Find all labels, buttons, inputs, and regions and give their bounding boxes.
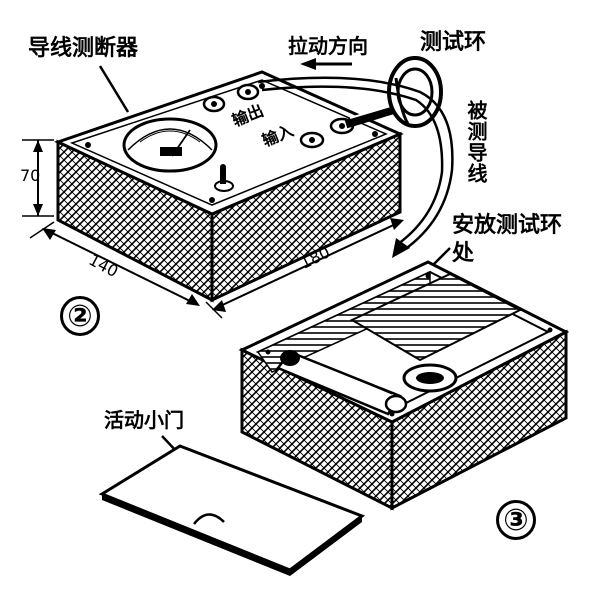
ring-location-label-line1: 安放测试环处 bbox=[452, 212, 564, 268]
movable-door-label: 活动小门 bbox=[104, 408, 184, 432]
meter-box bbox=[54, 70, 404, 303]
pull-direction-arrow bbox=[300, 58, 352, 70]
inner-compartment bbox=[349, 272, 523, 362]
height-dimension bbox=[22, 139, 54, 217]
tested-wire bbox=[257, 76, 454, 258]
tested-wire-label: 被测导线 bbox=[464, 100, 488, 184]
pull-direction-label: 拉动方向 bbox=[288, 34, 368, 58]
height-dimension-value: 70 bbox=[20, 166, 41, 185]
toggle-switch bbox=[214, 164, 234, 192]
detector-label: 导线测断器 bbox=[28, 36, 139, 61]
ring-location-text: 安放测试环处 bbox=[452, 213, 563, 266]
lead-connector bbox=[344, 105, 394, 129]
battery-cylinder bbox=[276, 350, 408, 416]
movable-door-panel bbox=[98, 444, 366, 576]
width-dimension bbox=[29, 221, 200, 306]
test-ring-label: 测试环 bbox=[420, 30, 487, 55]
length-dimension bbox=[205, 218, 404, 319]
output-terminals bbox=[202, 83, 260, 113]
meter-dial bbox=[122, 117, 218, 173]
detector-leader bbox=[98, 65, 130, 113]
box-top-face bbox=[54, 70, 404, 216]
door-handle bbox=[193, 513, 225, 525]
open-box bbox=[238, 260, 570, 511]
test-ring bbox=[387, 56, 443, 128]
figure-3-marker: ③ bbox=[496, 500, 536, 540]
figure-2-marker: ② bbox=[60, 296, 100, 336]
